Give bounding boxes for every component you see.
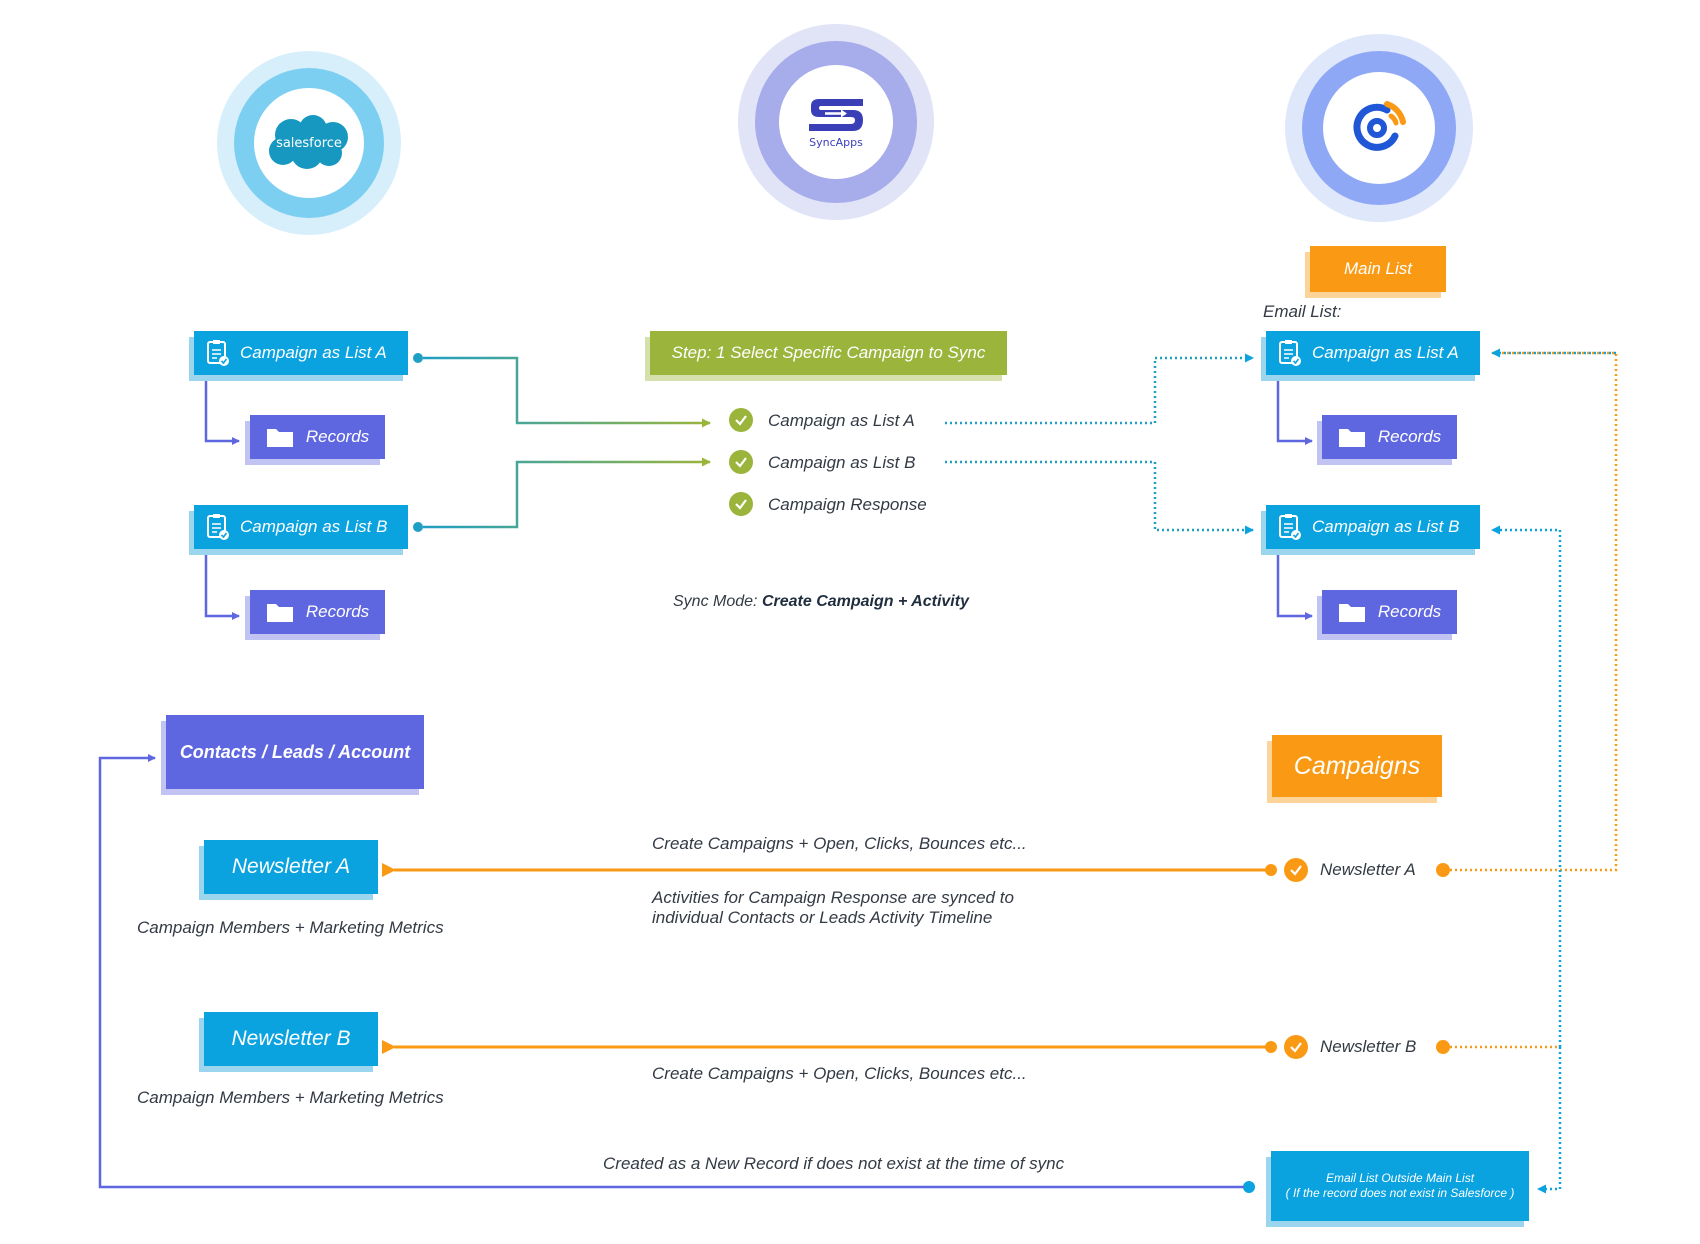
wire-sf-b-to-option xyxy=(423,457,711,529)
sf-records-b[interactable]: Records xyxy=(250,590,385,634)
cm-campaign-list-b[interactable]: Campaign as List B xyxy=(1266,505,1480,549)
clipboard-check-icon xyxy=(1279,340,1301,366)
main-list-badge: Main List xyxy=(1310,246,1446,292)
activities-note-line1: Activities for Campaign Response are syn… xyxy=(652,888,1014,907)
sync-mode-value: Create Campaign + Activity xyxy=(761,593,969,610)
syncapps-wordmark: SyncApps xyxy=(809,135,863,149)
sf-newsletter-b[interactable]: Newsletter B xyxy=(204,1012,378,1066)
cm-records-a-label: Records xyxy=(1377,427,1442,446)
wire-new-record xyxy=(98,754,1244,1189)
cm-campaign-list-a[interactable]: Campaign as List A xyxy=(1266,331,1480,375)
option-b-check-icon[interactable] xyxy=(729,450,753,474)
wire-dot-sf-a xyxy=(413,353,423,363)
sf-records-b-label: Records xyxy=(305,602,370,621)
sf-campaign-list-b-label: Campaign as List B xyxy=(240,517,388,536)
folder-icon xyxy=(266,604,293,622)
newsletter-a-dot xyxy=(1436,863,1450,877)
sf-newsletter-a-label: Newsletter A xyxy=(231,855,351,878)
option-a-check-icon[interactable] xyxy=(729,408,753,432)
syncapps-s-icon xyxy=(809,98,863,131)
sf-records-a[interactable]: Records xyxy=(250,415,385,459)
cm-records-a[interactable]: Records xyxy=(1322,415,1457,459)
campaigner-c-icon xyxy=(1353,101,1406,151)
outside-line2: ( If the record does not exist in Salesf… xyxy=(1285,1186,1515,1200)
newsletter-a-check-icon[interactable] xyxy=(1284,858,1308,882)
email-list-outside-main[interactable]: Email List Outside Main List ( If the re… xyxy=(1271,1151,1529,1221)
wire-cm-a-to-records xyxy=(1276,378,1313,445)
newsletter-b-caption: Campaign Members + Marketing Metrics xyxy=(137,1088,444,1107)
wire-option-b-to-cm-b xyxy=(945,460,1254,535)
wire-sf-a-to-option xyxy=(423,356,711,428)
salesforce-logo: salesforce xyxy=(217,51,401,235)
cm-records-b-label: Records xyxy=(1377,602,1442,621)
sf-campaign-list-b[interactable]: Campaign as List B xyxy=(194,505,408,549)
salesforce-cloud-icon: salesforce xyxy=(261,113,357,173)
cm-records-b[interactable]: Records xyxy=(1322,590,1457,634)
sf-campaign-list-a[interactable]: Campaign as List A xyxy=(194,331,408,375)
wire-dot-flow-a xyxy=(1265,864,1277,876)
contacts-leads-account[interactable]: Contacts / Leads / Account xyxy=(166,715,424,789)
flow-a-label: Create Campaigns + Open, Clicks, Bounces… xyxy=(652,834,1027,853)
email-list-label: Email List: xyxy=(1263,302,1342,321)
cm-newsletter-a-label[interactable]: Newsletter A xyxy=(1320,860,1416,879)
sf-newsletter-b-label: Newsletter B xyxy=(231,1027,351,1050)
wire-loop-outside xyxy=(1537,1047,1562,1194)
step-banner-label: Step: 1 Select Specific Campaign to Sync xyxy=(671,343,986,362)
folder-icon xyxy=(1338,604,1365,622)
sf-records-a-label: Records xyxy=(305,427,370,446)
salesforce-wordmark: salesforce xyxy=(276,135,342,151)
cm-campaign-list-b-label: Campaign as List B xyxy=(1312,517,1460,536)
option-b-label[interactable]: Campaign as List B xyxy=(768,453,916,472)
campaigns-badge: Campaigns xyxy=(1272,735,1442,797)
contacts-leads-account-label: Contacts / Leads / Account xyxy=(179,741,411,762)
step-banner: Step: 1 Select Specific Campaign to Sync xyxy=(650,331,1007,375)
wire-dot-sf-b xyxy=(413,522,423,532)
wire-loop-b xyxy=(1491,525,1562,1047)
option-response-label[interactable]: Campaign Response xyxy=(768,495,927,514)
activities-note: Activities for Campaign Response are syn… xyxy=(652,888,1014,928)
wire-sf-b-to-records xyxy=(204,553,240,620)
wire-newsletter-a-loop xyxy=(1450,351,1618,872)
clipboard-check-icon xyxy=(207,340,229,366)
sf-newsletter-a[interactable]: Newsletter A xyxy=(204,840,378,894)
syncapps-logo: SyncApps xyxy=(738,24,934,220)
cm-newsletter-b-label[interactable]: Newsletter B xyxy=(1320,1037,1417,1056)
main-list-label: Main List xyxy=(1343,259,1413,278)
wire-dot-outside xyxy=(1243,1181,1255,1193)
wire-sf-a-to-records xyxy=(204,378,240,445)
newsletter-b-check-icon[interactable] xyxy=(1284,1035,1308,1059)
newsletter-b-dot xyxy=(1436,1040,1450,1054)
new-record-label: Created as a New Record if does not exis… xyxy=(603,1154,1065,1173)
activities-note-line2: individual Contacts or Leads Activity Ti… xyxy=(652,908,993,927)
campaigns-label: Campaigns xyxy=(1293,751,1421,780)
folder-icon xyxy=(1338,429,1365,447)
wire-option-a-to-cm-a xyxy=(945,353,1254,425)
option-a-label[interactable]: Campaign as List A xyxy=(768,411,915,430)
newsletter-a-caption: Campaign Members + Marketing Metrics xyxy=(137,918,444,937)
cm-campaign-list-a-label: Campaign as List A xyxy=(1312,343,1459,362)
flow-b-label: Create Campaigns + Open, Clicks, Bounces… xyxy=(652,1064,1027,1083)
sync-mode: Sync Mode: Create Campaign + Activity xyxy=(673,593,969,611)
option-response-check-icon[interactable] xyxy=(729,492,753,516)
campaigner-logo xyxy=(1285,34,1473,222)
folder-icon xyxy=(266,429,293,447)
sf-campaign-list-a-label: Campaign as List A xyxy=(240,343,387,362)
wire-dot-flow-b xyxy=(1265,1041,1277,1053)
clipboard-check-icon xyxy=(207,514,229,540)
sync-mode-label: Sync Mode: xyxy=(673,593,758,610)
outside-line1: Email List Outside Main List xyxy=(1325,1171,1475,1185)
wire-cm-b-to-records xyxy=(1276,553,1313,620)
clipboard-check-icon xyxy=(1279,514,1301,540)
